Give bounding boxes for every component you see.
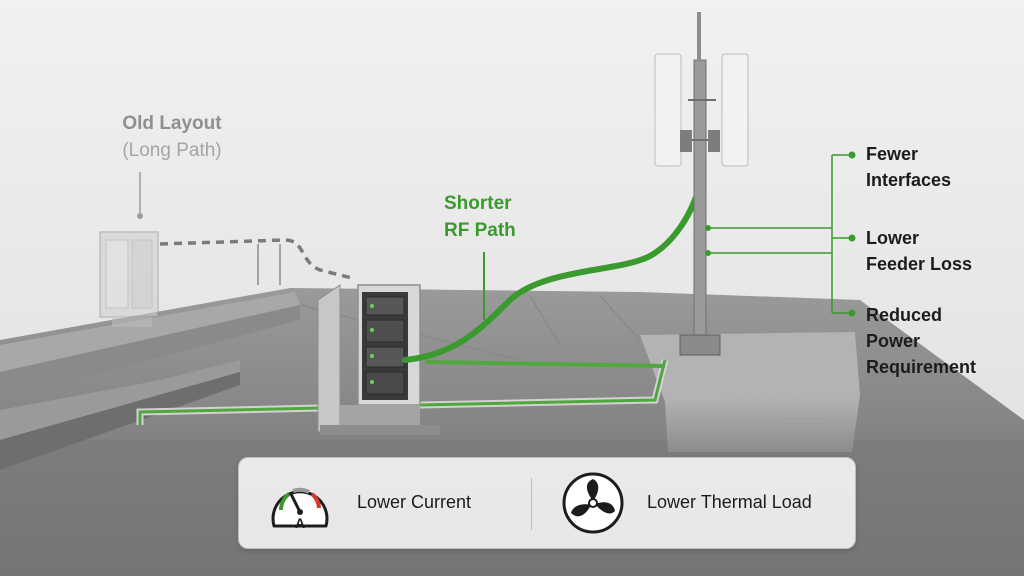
benefit-line: Lower [866,225,972,251]
benefit-lower-feeder-loss: Lower Feeder Loss [866,225,972,277]
benefit-line: Interfaces [866,167,951,193]
panel-divider [531,478,532,530]
old-layout-sub: (Long Path) [112,137,232,164]
gauge-letter: A [295,515,305,531]
benefit-line: Reduced [866,302,976,328]
old-cabinet [100,232,158,327]
old-layout-title: Old Layout [122,113,221,134]
ammeter-gauge-icon: A [269,474,331,532]
fan-icon [561,471,625,535]
benefit-line: Requirement [866,354,976,380]
benefit-reduced-power: Reduced Power Requirement [866,302,976,380]
benefits-panel: A Lower Current Lower Thermal Load [238,457,856,549]
benefit-line: Power [866,328,976,354]
lower-current-label: Lower Current [357,492,471,513]
old-layout-label: Old Layout (Long Path) [112,110,232,164]
rf-path-line1: Shorter [444,190,516,217]
rf-path-line2: RF Path [444,217,516,244]
benefit-line: Fewer [866,141,951,167]
rf-path-label: Shorter RF Path [444,190,516,244]
concrete-plinth [640,332,860,402]
lower-thermal-load-label: Lower Thermal Load [647,492,812,513]
benefit-line: Feeder Loss [866,251,972,277]
benefit-fewer-interfaces: Fewer Interfaces [866,141,951,193]
